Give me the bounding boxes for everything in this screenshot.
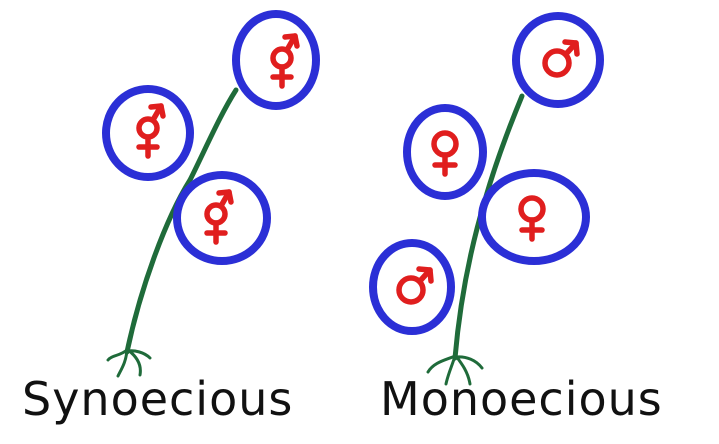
monoecious-roots <box>426 354 484 386</box>
synoecious-label: Synoecious <box>22 372 294 426</box>
flower-female-left <box>403 104 487 200</box>
flower-bisexual-top <box>232 10 320 110</box>
flower-bisexual-right <box>173 171 271 265</box>
flower-male-bottom <box>369 239 455 335</box>
flower-bisexual-left <box>102 85 194 181</box>
monoecious-label: Monoecious <box>380 372 663 426</box>
synoecious-stem <box>124 87 239 355</box>
synoecious-roots <box>106 348 152 378</box>
synoecious-plant <box>102 10 320 378</box>
flower-female-right <box>478 169 590 265</box>
flower-male-top <box>512 12 604 108</box>
monoecious-plant <box>369 12 604 386</box>
